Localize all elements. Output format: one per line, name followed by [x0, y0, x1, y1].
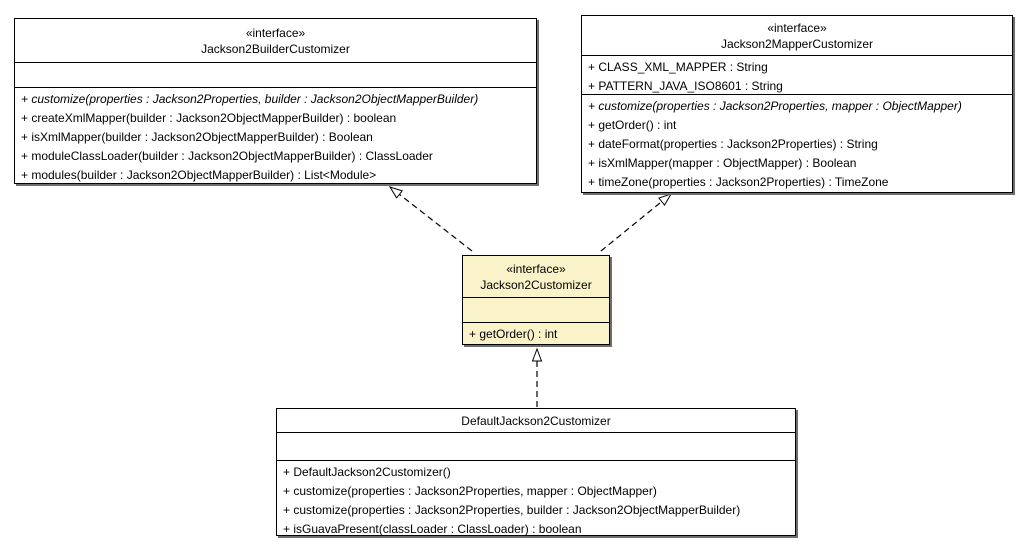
method-label: + customize(properties : Jackson2Propert… [21, 92, 479, 106]
method-label: + timeZone(properties : Jackson2Properti… [588, 175, 889, 189]
method-label: + dateFormat(properties : Jackson2Proper… [588, 137, 878, 151]
stereotype-label: «interface» [767, 20, 827, 35]
class-box-jackson2customizer: «interface» Jackson2Customizer + getOrde… [462, 255, 610, 345]
methods-compartment: + DefaultJackson2Customizer() + customiz… [277, 461, 795, 535]
method-label: + modules(builder : Jackson2ObjectMapper… [21, 168, 377, 182]
class-title: «interface» Jackson2BuilderCustomizer [15, 19, 536, 63]
class-box-jackson2buildercustomizer[interactable]: «interface» Jackson2BuilderCustomizer + … [14, 18, 537, 184]
method-label: + customize(properties : Jackson2Propert… [588, 99, 962, 113]
methods-compartment: + getOrder() : int [463, 323, 609, 344]
method-label: + isXmlMapper(mapper : ObjectMapper) : B… [588, 156, 857, 170]
class-name: DefaultJackson2Customizer [461, 413, 611, 428]
method-label: + DefaultJackson2Customizer() [283, 465, 451, 479]
attributes-compartment [15, 63, 536, 88]
class-title: «interface» Jackson2MapperCustomizer [582, 16, 1012, 56]
attributes-compartment [277, 433, 795, 461]
stereotype-label: «interface» [245, 25, 306, 40]
class-title: «interface» Jackson2Customizer [463, 256, 609, 298]
method-label: + customize(properties : Jackson2Propert… [283, 484, 657, 498]
stereotype-label: «interface» [506, 261, 566, 276]
methods-compartment: + customize(properties : Jackson2Propert… [15, 88, 536, 183]
class-name: Jackson2BuilderCustomizer [201, 41, 350, 56]
method-label: + isXmlMapper(builder : Jackson2ObjectMa… [21, 130, 373, 144]
attribute-label: + PATTERN_JAVA_ISO8601 : String [588, 79, 783, 93]
class-box-jackson2mappercustomizer[interactable]: «interface» Jackson2MapperCustomizer + C… [581, 15, 1013, 193]
method-label: + getOrder() : int [588, 118, 677, 132]
attributes-compartment [463, 298, 609, 323]
class-name: Jackson2Customizer [480, 277, 592, 292]
class-box-defaultjackson2customizer[interactable]: DefaultJackson2Customizer + DefaultJacks… [276, 408, 796, 536]
class-name: Jackson2MapperCustomizer [720, 36, 874, 51]
method-label: + moduleClassLoader(builder : Jackson2Ob… [21, 149, 433, 163]
methods-compartment: + customize(properties : Jackson2Propert… [582, 95, 1012, 192]
method-label: + getOrder() : int [469, 327, 558, 341]
method-label: + isGuavaPresent(classLoader : ClassLoad… [283, 522, 582, 535]
method-label: + customize(properties : Jackson2Propert… [283, 503, 741, 517]
method-label: + createXmlMapper(builder : Jackson2Obje… [21, 111, 397, 125]
extends-arrow-to-mappercustomizer [600, 194, 671, 252]
extends-arrow-to-buildercustomizer [390, 187, 473, 252]
attribute-label: + CLASS_XML_MAPPER : String [588, 60, 768, 74]
class-title: DefaultJackson2Customizer [277, 409, 795, 433]
attributes-compartment: + CLASS_XML_MAPPER : String + PATTERN_JA… [582, 56, 1012, 95]
